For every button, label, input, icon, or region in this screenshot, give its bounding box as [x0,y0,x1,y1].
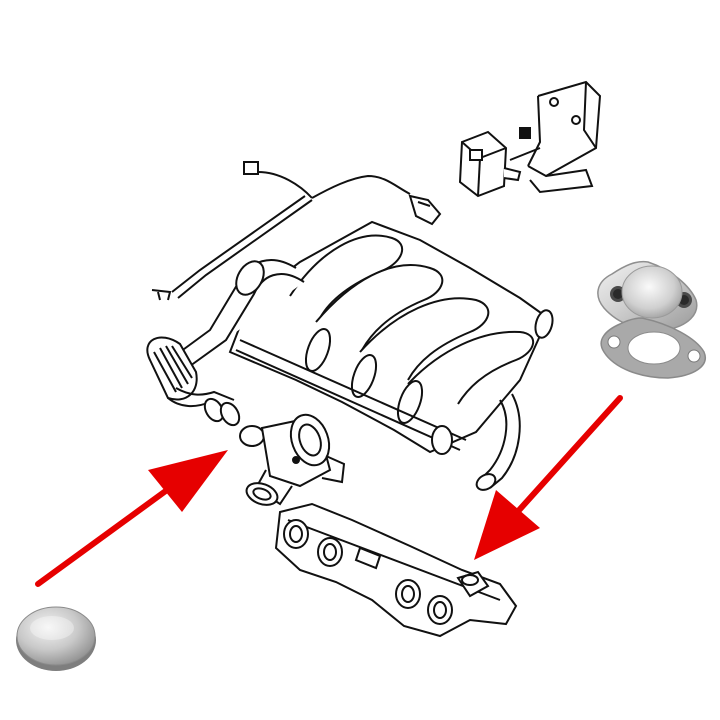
solenoid-bracket [509,80,602,194]
throttle-body [239,413,346,506]
corrugated-hose [146,336,198,401]
egr-gasket-icon [600,317,706,379]
egr-solenoid-valve [458,130,522,198]
red-arrow-right-icon [474,395,623,560]
exhaust-manifold [274,502,518,638]
intake-pipe [146,259,305,427]
sensor-connector [408,194,442,226]
intake-manifold [228,220,554,491]
round-blanking-plug-icon [16,606,96,671]
wiring-harness [151,161,411,301]
red-arrow-left-icon [35,450,228,587]
